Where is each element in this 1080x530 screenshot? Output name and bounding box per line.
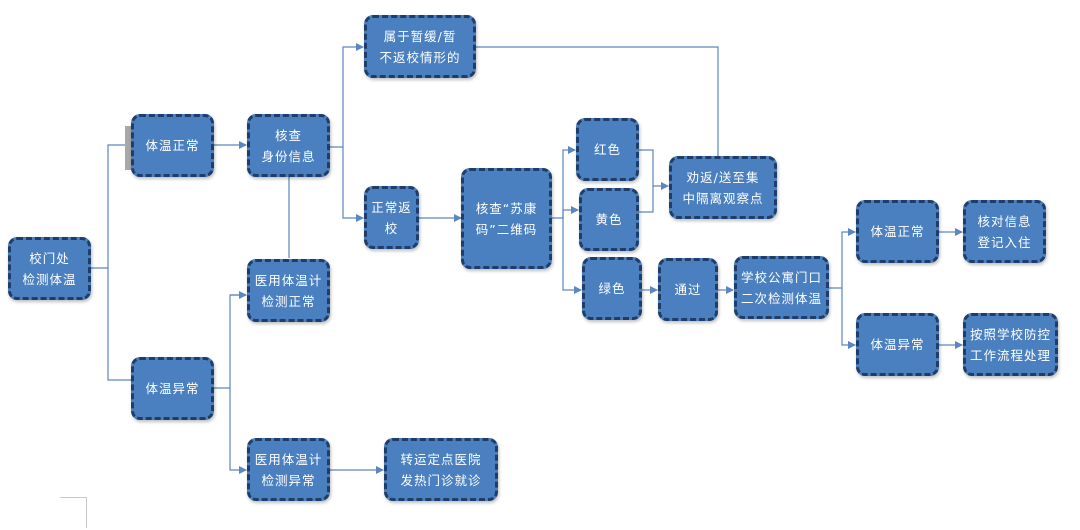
connector-deferred-to-isolation bbox=[476, 46, 719, 156]
node-temp-abnormal[interactable]: 体温异常 bbox=[131, 357, 214, 420]
node-med-thermo-normal[interactable]: 医用体温计 检测正常 bbox=[247, 259, 330, 322]
node-school-gate-temp-check[interactable]: 校门处 检测体温 bbox=[8, 237, 91, 300]
node-temp-normal[interactable]: 体温正常 bbox=[131, 114, 214, 177]
node-transfer-hospital[interactable]: 转运定点医院 发热门诊就诊 bbox=[384, 438, 498, 501]
node-check-identity[interactable]: 核查 身份信息 bbox=[247, 114, 330, 177]
node-code-yellow[interactable]: 黄色 bbox=[579, 188, 639, 251]
node-normal-return[interactable]: 正常返校 bbox=[364, 186, 419, 249]
connector-dorm-branch bbox=[829, 228, 856, 289]
node-second-temp-normal[interactable]: 体温正常 bbox=[856, 200, 939, 263]
node-deferred-return[interactable]: 属于暂缓/暂 不返校情形的 bbox=[364, 15, 476, 78]
node-code-green[interactable]: 绿色 bbox=[582, 257, 642, 320]
node-isolation-point[interactable]: 劝返/送至集 中隔离观察点 bbox=[669, 156, 777, 219]
node-verify-register[interactable]: 核对信息 登记入住 bbox=[963, 200, 1046, 263]
selection-handle bbox=[125, 126, 131, 170]
connector-abnormal-branch bbox=[214, 294, 246, 470]
node-code-red[interactable]: 红色 bbox=[576, 118, 639, 181]
corner-guide bbox=[60, 497, 87, 528]
node-follow-procedure[interactable]: 按照学校防控 工作流程处理 bbox=[963, 313, 1058, 376]
connector-identity-branch bbox=[329, 43, 364, 148]
connector-gate-branch bbox=[91, 144, 132, 381]
node-second-temp-abnormal[interactable]: 体温异常 bbox=[856, 313, 939, 376]
node-pass[interactable]: 通过 bbox=[658, 258, 718, 321]
connector-red-yellow-to-isolation bbox=[639, 149, 668, 213]
node-dorm-second-check[interactable]: 学校公寓门口 二次检测体温 bbox=[734, 256, 829, 319]
node-med-thermo-abnormal[interactable]: 医用体温计 检测异常 bbox=[247, 438, 330, 501]
connector-code-branch bbox=[552, 146, 576, 219]
node-check-sukang-code[interactable]: 核查“苏康 码”二维码 bbox=[461, 168, 552, 269]
